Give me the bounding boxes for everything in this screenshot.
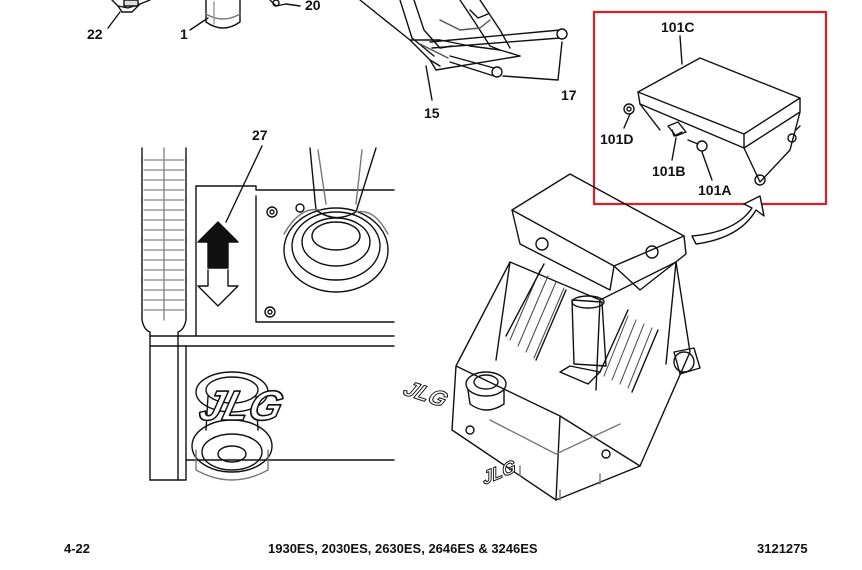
leader-27 xyxy=(225,145,263,223)
model-list: 1930ES, 2030ES, 2630ES, 2646ES & 3246ES xyxy=(268,541,538,556)
leader-101A xyxy=(701,151,713,181)
callout-101B: 101B xyxy=(652,163,685,179)
part-101A-screw xyxy=(687,139,708,152)
leader-20 xyxy=(285,3,301,7)
callout-17: 17 xyxy=(561,87,577,103)
jlg-logo-assembly-side: JLG xyxy=(481,456,517,489)
callout-101C: 101C xyxy=(661,19,694,35)
callout-20: 20 xyxy=(305,0,321,13)
leader-101D xyxy=(623,113,631,129)
leader-101C xyxy=(679,35,683,65)
leader-101B xyxy=(671,137,677,161)
callout-15: 15 xyxy=(424,105,440,121)
jlg-logo-detail: JLG xyxy=(195,383,288,430)
page-number: 4-22 xyxy=(64,541,91,556)
part-101C-cover xyxy=(637,57,801,186)
callout-27: 27 xyxy=(252,127,268,143)
callout-22: 22 xyxy=(87,26,103,42)
part-1-cylinder xyxy=(205,0,241,29)
up-down-arrow-icon xyxy=(197,221,239,307)
part-101D-nut xyxy=(623,103,635,115)
callout-101A: 101A xyxy=(698,182,731,198)
leader-15 xyxy=(425,65,433,101)
part-15-bracket xyxy=(359,0,521,71)
controller-box-assembly xyxy=(451,173,701,501)
leader-1 xyxy=(189,17,209,31)
part-22-fragment xyxy=(111,0,151,13)
pointer-arrow xyxy=(691,195,765,245)
callout-1: 1 xyxy=(180,26,188,42)
part-17-bolts xyxy=(429,28,568,78)
jlg-logo-assembly-front: JLG xyxy=(399,376,452,411)
leader-17 xyxy=(502,41,563,81)
leader-22 xyxy=(107,11,121,29)
highlight-box xyxy=(592,10,828,206)
document-number: 3121275 xyxy=(757,541,808,556)
part-20-fragment xyxy=(269,0,287,7)
part-101B-clip xyxy=(667,121,687,137)
callout-101D: 101D xyxy=(600,131,633,147)
controller-detail-view xyxy=(141,147,395,481)
